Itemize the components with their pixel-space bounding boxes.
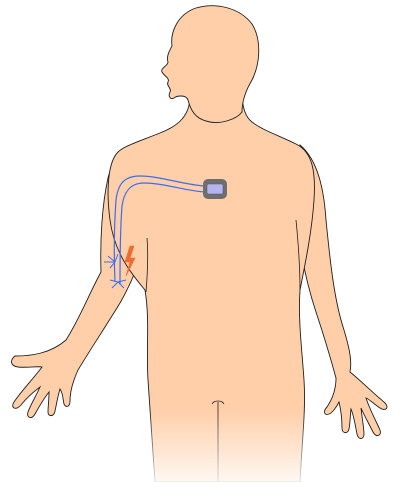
head: [162, 6, 259, 123]
device: [203, 179, 227, 199]
device-screen: [207, 184, 223, 194]
legs-fade: [120, 410, 340, 482]
head-shape: [162, 6, 259, 123]
